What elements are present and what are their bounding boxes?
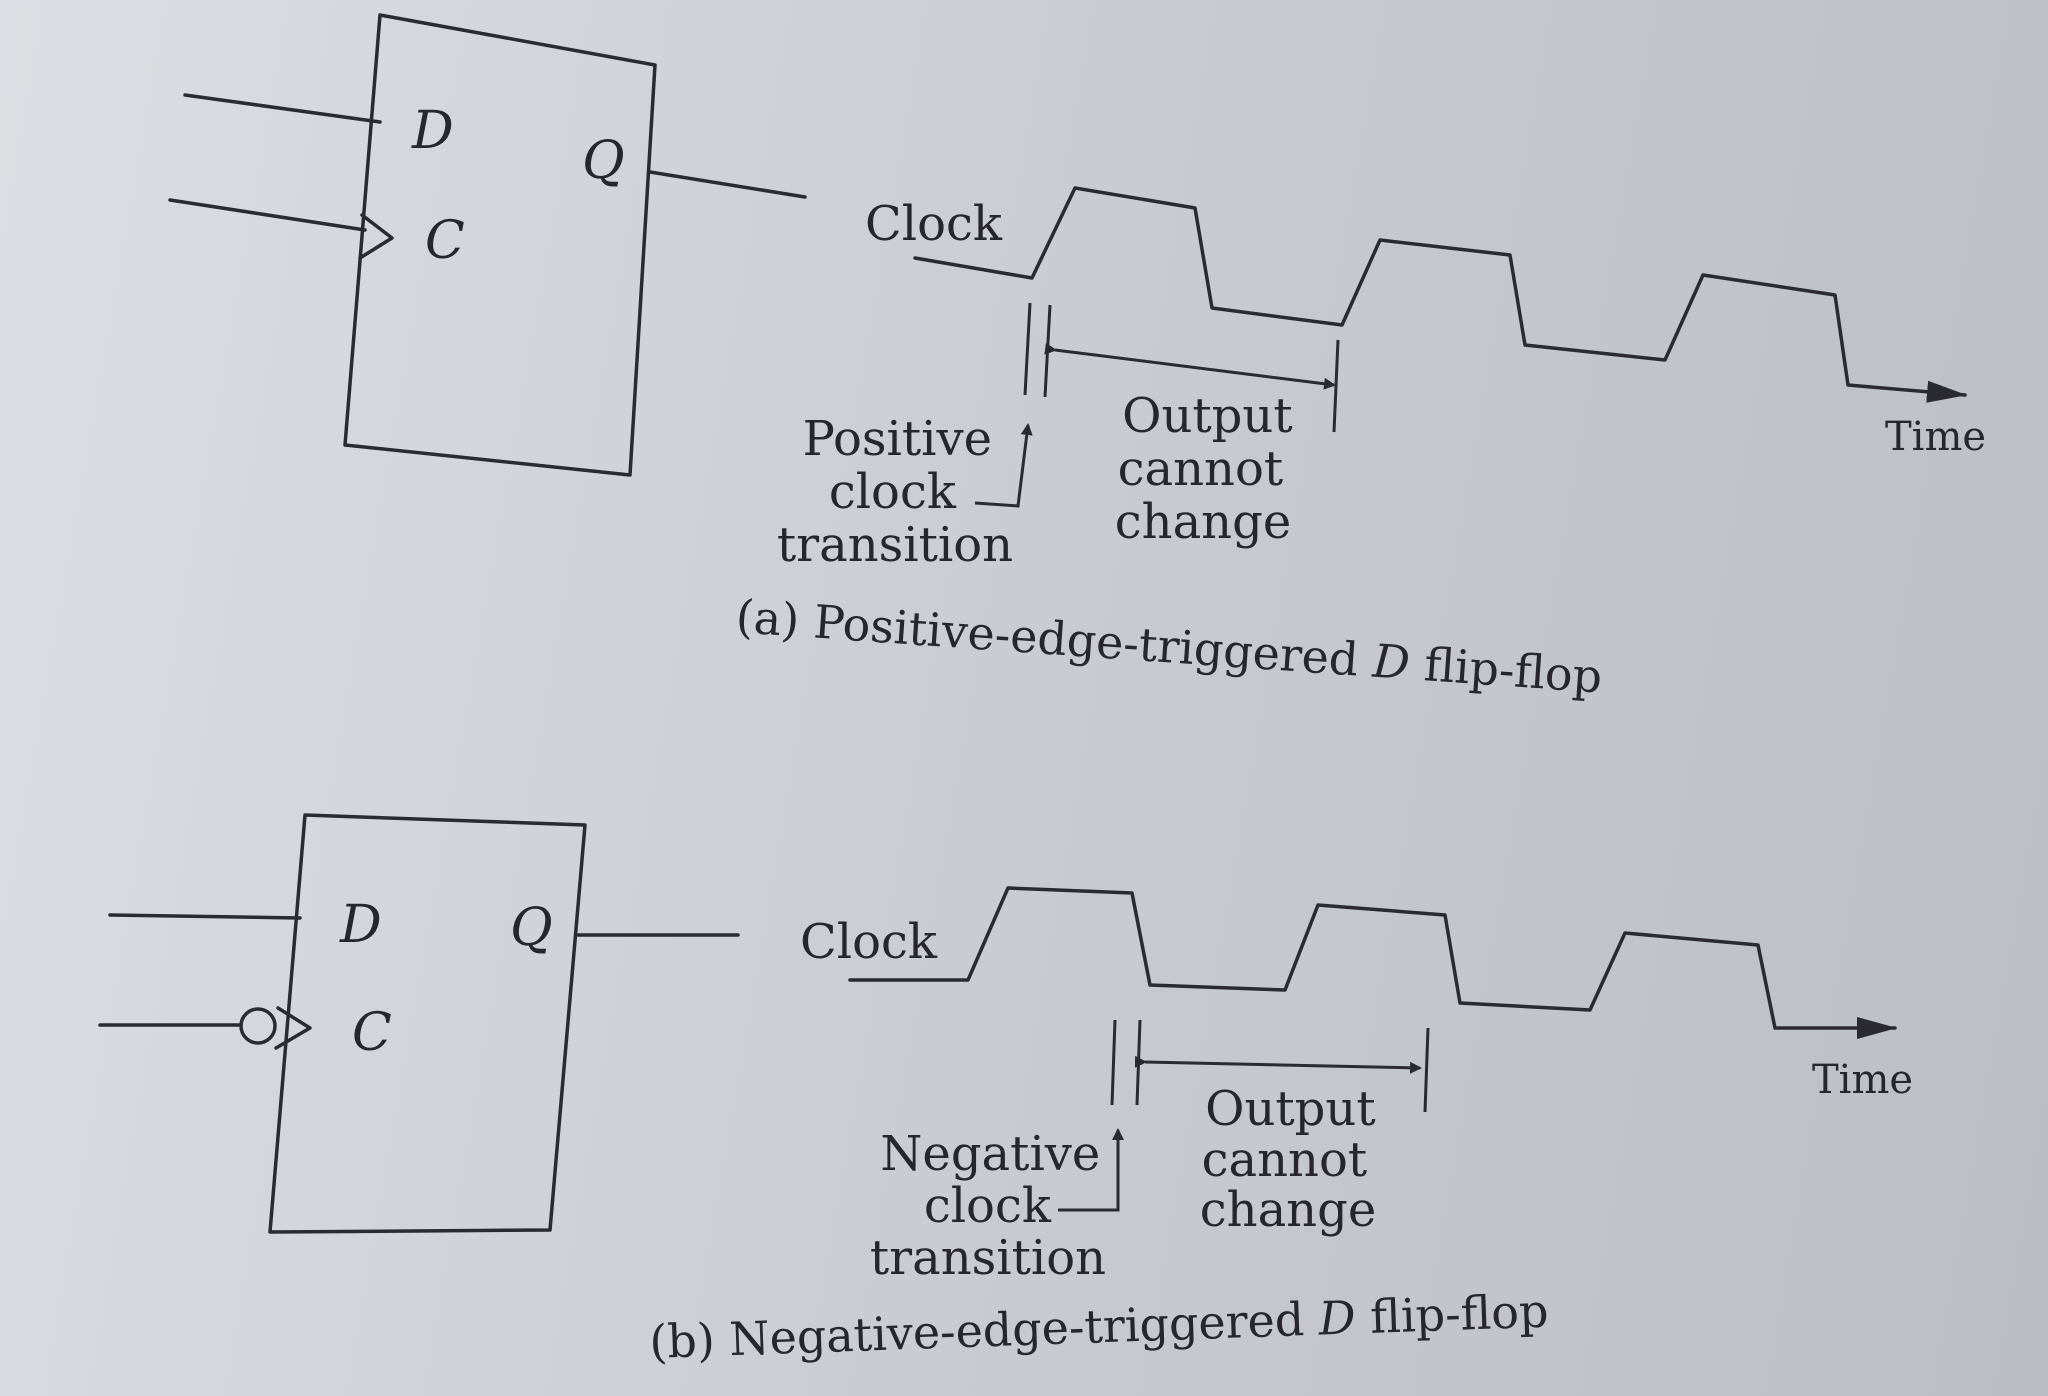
transition-label-b: Negative clock transition (870, 1126, 1116, 1286)
transition-pointer-a (974, 423, 1033, 508)
time-label-b: Time (1812, 1057, 1913, 1103)
transition-pointer-b (1058, 1128, 1124, 1212)
clock-waveform-a: Clock Time (865, 186, 1986, 460)
clock-signal-b (848, 886, 1897, 1039)
output-label-a-line-1: Output (1122, 388, 1292, 444)
clock-edge-triangle-icon (358, 213, 394, 260)
transition-label-b-line-2: clock (924, 1178, 1052, 1234)
flipflop-a-d-input-wire (183, 93, 382, 124)
transition-tick-a-3 (1332, 339, 1340, 433)
transition-marker-b: Negative clock transition Output cannot … (870, 1019, 1430, 1286)
output-label-a: Output cannot change (1115, 388, 1308, 550)
diagram-a: D C Q Clock Time Positive clock transiti… (168, 13, 1986, 704)
transition-marker-a: Positive clock transition Output cannot … (777, 302, 1340, 573)
flipflop-a-q-output-wire (648, 170, 807, 199)
transition-tick-a-2 (1043, 304, 1052, 398)
output-label-b: Output cannot change (1200, 1081, 1391, 1238)
output-label-b-line-1: Output (1205, 1081, 1375, 1137)
flipflop-a-pin-d: D (411, 101, 454, 161)
transition-label-a-line-2: clock (829, 464, 957, 520)
transition-label-a: Positive clock transition (777, 411, 1013, 573)
flipflop-a: D C Q (168, 13, 807, 477)
output-hold-arrow-b (1134, 1055, 1422, 1074)
transition-tick-a-1 (1023, 302, 1032, 396)
flipflop-a-pin-q: Q (582, 131, 625, 191)
flipflop-a-c-input-wire (168, 198, 367, 232)
diagram-b: D C Q Clock Time Negative clock transiti… (98, 813, 1913, 1369)
transition-tick-b-1 (1110, 1019, 1117, 1106)
transition-label-a-line-1: Positive (803, 411, 992, 467)
time-label-a: Time (1885, 414, 1986, 460)
output-hold-arrow-a (1044, 342, 1336, 390)
clock-signal-a (913, 186, 1967, 403)
flipflop-b: D C Q (98, 813, 740, 1234)
inverter-bubble-icon (239, 1007, 277, 1045)
transition-label-a-line-3: transition (777, 517, 1013, 573)
caption-a: (a) Positive-edge-triggered D flip-flop (734, 589, 1604, 703)
output-label-b-line-2: cannot (1202, 1132, 1368, 1188)
output-label-b-line-3: change (1200, 1182, 1376, 1238)
transition-tick-b-2 (1135, 1019, 1142, 1106)
flipflop-b-pin-d: D (339, 895, 382, 955)
transition-label-b-line-1: Negative (880, 1126, 1100, 1182)
flipflop-b-pin-q: Q (510, 898, 553, 958)
flipflop-b-d-input-wire (108, 913, 302, 920)
flipflop-a-pin-c: C (425, 211, 465, 271)
transition-tick-b-3 (1423, 1027, 1430, 1113)
transition-label-b-line-3: transition (870, 1230, 1106, 1286)
flipflop-a-box (343, 13, 657, 477)
caption-b: (b) Negative-edge-triggered D flip-flop (648, 1284, 1549, 1369)
output-label-a-line-2: cannot (1118, 441, 1284, 497)
clock-label-a: Clock (865, 196, 1003, 252)
flipflop-b-box (268, 813, 587, 1234)
flipflop-b-pin-c: C (352, 1003, 392, 1063)
clock-label-b: Clock (800, 914, 938, 970)
clock-edge-triangle-icon (274, 1006, 312, 1050)
output-label-a-line-3: change (1115, 494, 1291, 550)
clock-waveform-b: Clock Time (800, 886, 1913, 1103)
